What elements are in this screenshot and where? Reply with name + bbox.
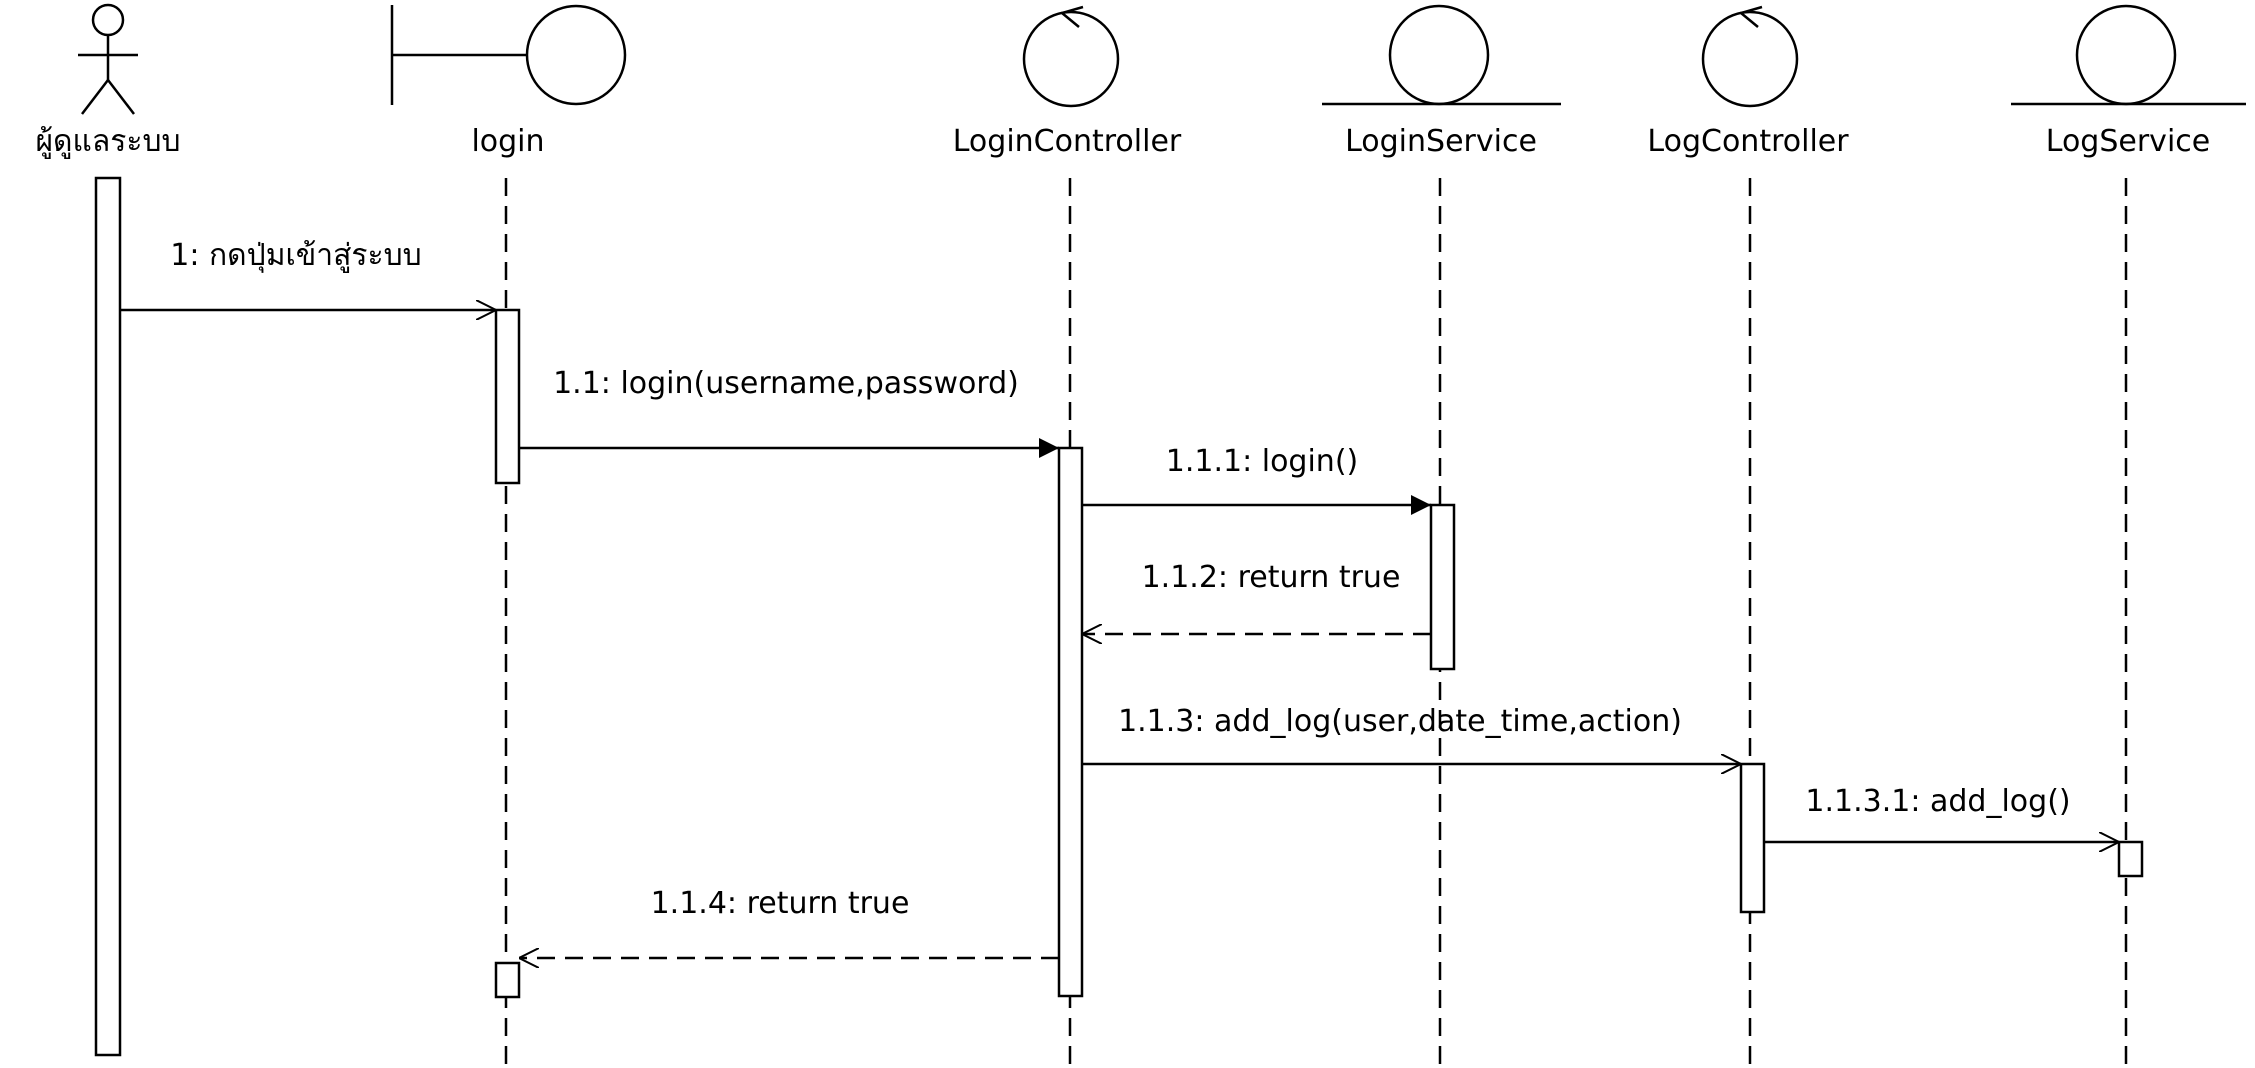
login-return-activation-bar xyxy=(494,961,521,999)
log-controller-participant: LogController xyxy=(1647,5,1849,1068)
log-controller-activation-bar xyxy=(1739,762,1766,914)
log-controller-label: LogController xyxy=(1647,124,1849,159)
message-label: 1: กดปุ่มเข้าสู่ระบบ xyxy=(170,238,421,274)
message-label: 1.1.2: return true xyxy=(1142,560,1401,595)
boundary-icon xyxy=(390,4,627,106)
message-label: 1.1.1: login() xyxy=(1166,444,1358,479)
message-1-1-4: 1.1.4: return true xyxy=(519,886,1059,958)
login-controller-activation-bar xyxy=(1057,446,1084,998)
login-label: login xyxy=(471,124,544,159)
message-label: 1.1.4: return true xyxy=(651,886,910,921)
control-icon xyxy=(1701,5,1799,108)
login-service-participant: LoginService xyxy=(1322,4,1561,1068)
message-1-1-3-1: 1.1.3.1: add_log() xyxy=(1764,784,2119,842)
entity-icon xyxy=(1322,4,1561,106)
actor-stick-figure-icon xyxy=(78,3,138,115)
message-1-1-3: 1.1.3: add_log(user,date_time,action) xyxy=(1082,704,1741,764)
entity-icon xyxy=(2011,4,2246,106)
message-label: 1.1: login(username,password) xyxy=(553,366,1019,401)
login-service-label: LoginService xyxy=(1345,124,1537,159)
login-controller-label: LoginController xyxy=(953,124,1182,159)
message-1-1: 1.1: login(username,password) xyxy=(519,366,1059,458)
message-label: 1.1.3.1: add_log() xyxy=(1805,784,2070,819)
actor-activation-bar xyxy=(94,176,122,1057)
actor-label: ผู้ดูแลระบบ xyxy=(35,124,180,159)
actor-participant: ผู้ดูแลระบบ xyxy=(35,3,181,1057)
login-activation-bar xyxy=(494,308,521,485)
login-service-activation-bar xyxy=(1429,503,1456,671)
message-1-1-1: 1.1.1: login() xyxy=(1082,444,1431,515)
login-controller-participant: LoginController xyxy=(953,5,1182,1068)
log-service-label: LogService xyxy=(2046,124,2210,159)
message-1-1-2: 1.1.2: return true xyxy=(1082,560,1431,634)
message-1: 1: กดปุ่มเข้าสู่ระบบ xyxy=(120,238,496,310)
control-icon xyxy=(1022,5,1120,108)
login-participant: login xyxy=(390,4,627,1068)
log-service-participant: LogService xyxy=(2011,4,2246,1068)
message-label: 1.1.3: add_log(user,date_time,action) xyxy=(1118,704,1682,739)
log-service-activation-bar xyxy=(2117,840,2144,878)
